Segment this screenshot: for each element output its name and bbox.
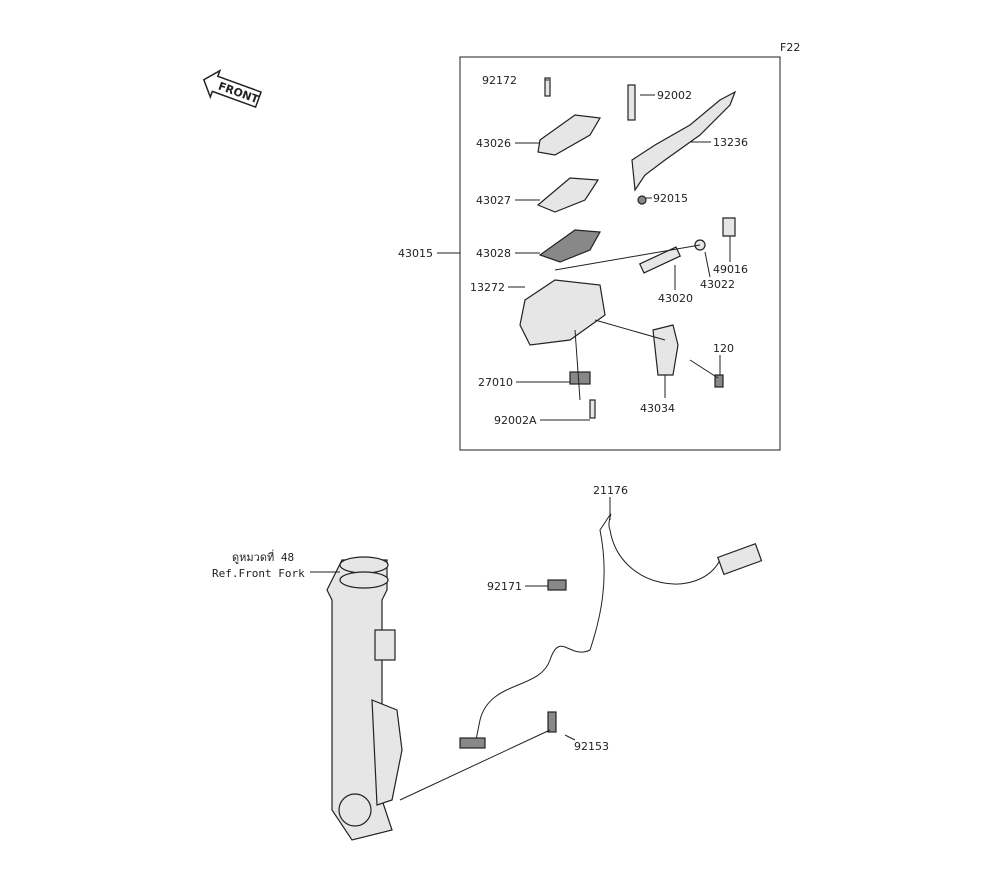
part-label-43034: 43034	[640, 402, 675, 415]
part-label-43022: 43022	[700, 278, 735, 291]
reference-front-fork: Ref.Front Fork	[212, 567, 305, 580]
part-label-43026: 43026	[476, 137, 511, 150]
part-label-43020: 43020	[658, 292, 693, 305]
part-label-92153: 92153	[574, 740, 609, 753]
part-label-120: 120	[713, 342, 734, 355]
part-label-92015: 92015	[653, 192, 688, 205]
part-label-92002a: 92002A	[494, 414, 537, 427]
part-label-43015: 43015	[398, 247, 433, 260]
part-label-27010: 27010	[478, 376, 513, 389]
part-drawings	[326, 77, 763, 841]
part-label-92172: 92172	[482, 74, 517, 87]
part-label-21176: 21176	[593, 484, 628, 497]
part-label-13272: 13272	[470, 281, 505, 294]
page-code: F22	[780, 41, 800, 54]
front-arrow-icon: FRONT	[202, 69, 263, 109]
leader-lines	[310, 79, 731, 741]
part-label-13236: 13236	[713, 136, 748, 149]
part-label-43027: 43027	[476, 194, 511, 207]
part-label-43028: 43028	[476, 247, 511, 260]
reference-thai: ดูหมวดที่ 48	[232, 549, 294, 564]
part-label-49016: 49016	[713, 263, 748, 276]
part-label-92171: 92171	[487, 580, 522, 593]
part-label-92002: 92002	[657, 89, 692, 102]
